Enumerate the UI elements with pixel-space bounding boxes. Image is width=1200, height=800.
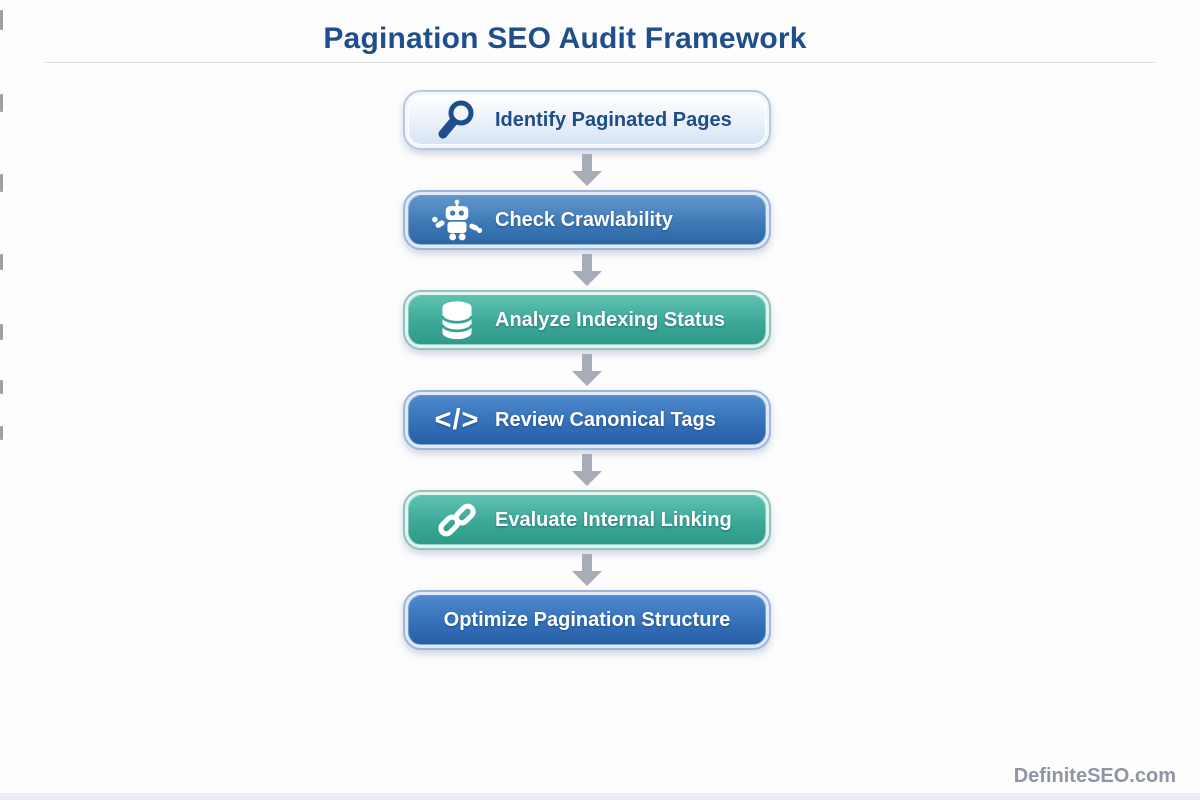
down-arrow-icon xyxy=(403,350,771,390)
down-arrow-icon xyxy=(403,550,771,590)
watermark: DefiniteSEO.com xyxy=(1013,765,1176,787)
bottom-edge-strip xyxy=(0,793,1200,800)
step-label: Optimize Pagination Structure xyxy=(443,608,731,631)
step-label: Review Canonical Tags xyxy=(495,408,716,431)
flowchart: Identify Paginated Pages xyxy=(403,90,771,650)
step-analyze-indexing-status: Analyze Indexing Status xyxy=(403,290,771,350)
step-review-canonical-tags: </> Review Canonical Tags xyxy=(403,390,771,450)
step-label: Evaluate Internal Linking xyxy=(495,508,732,531)
code-icon: </> xyxy=(434,403,480,436)
page-title: Pagination SEO Audit Framework xyxy=(323,22,807,55)
step-label: Check Crawlability xyxy=(495,208,673,231)
step-check-crawlability: Check Crawlability xyxy=(403,190,771,250)
step-optimize-pagination-structure: Optimize Pagination Structure xyxy=(403,590,771,650)
down-arrow-icon xyxy=(403,450,771,490)
robot-icon xyxy=(427,199,487,241)
step-label: Identify Paginated Pages xyxy=(495,108,732,131)
down-arrow-icon xyxy=(403,150,771,190)
title-divider xyxy=(45,62,1155,63)
step-identify-paginated-pages: Identify Paginated Pages xyxy=(403,90,771,150)
link-icon xyxy=(427,499,487,541)
magnifier-icon xyxy=(427,97,487,143)
database-icon xyxy=(427,299,487,341)
step-evaluate-internal-linking: Evaluate Internal Linking xyxy=(403,490,771,550)
down-arrow-icon xyxy=(403,250,771,290)
step-label: Analyze Indexing Status xyxy=(495,308,726,331)
